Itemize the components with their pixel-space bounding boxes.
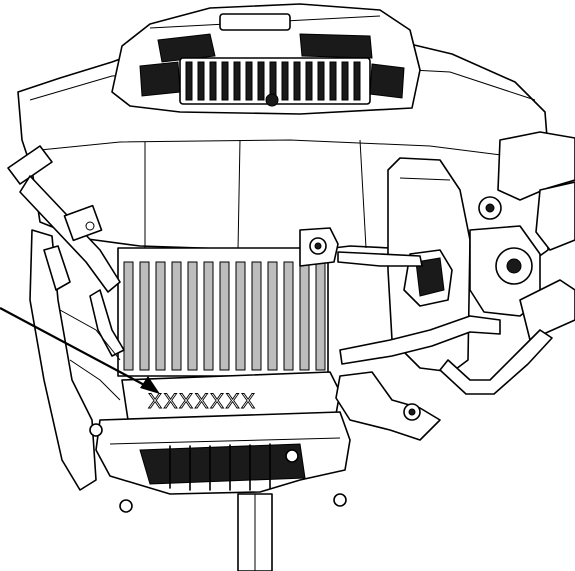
- grille-slots: [139, 33, 405, 99]
- air-intake-grille: [111, 3, 421, 115]
- cylinder-fins: [117, 247, 329, 377]
- mounting-bolts: [89, 423, 347, 513]
- fuel-hose: [339, 315, 553, 395]
- crankcase: [95, 411, 351, 495]
- serial-number-label: XXXXXXX: [148, 390, 257, 413]
- throttle-linkage: [299, 227, 441, 441]
- center-louvers: [179, 57, 371, 105]
- leader-arrow: [0, 307, 160, 394]
- fuel-system: [387, 131, 575, 373]
- serial-plate: XXXXXXX: [121, 371, 341, 421]
- oil-fill-tube: [7, 145, 125, 357]
- crankshaft: [237, 493, 273, 571]
- left-frame: [29, 229, 121, 491]
